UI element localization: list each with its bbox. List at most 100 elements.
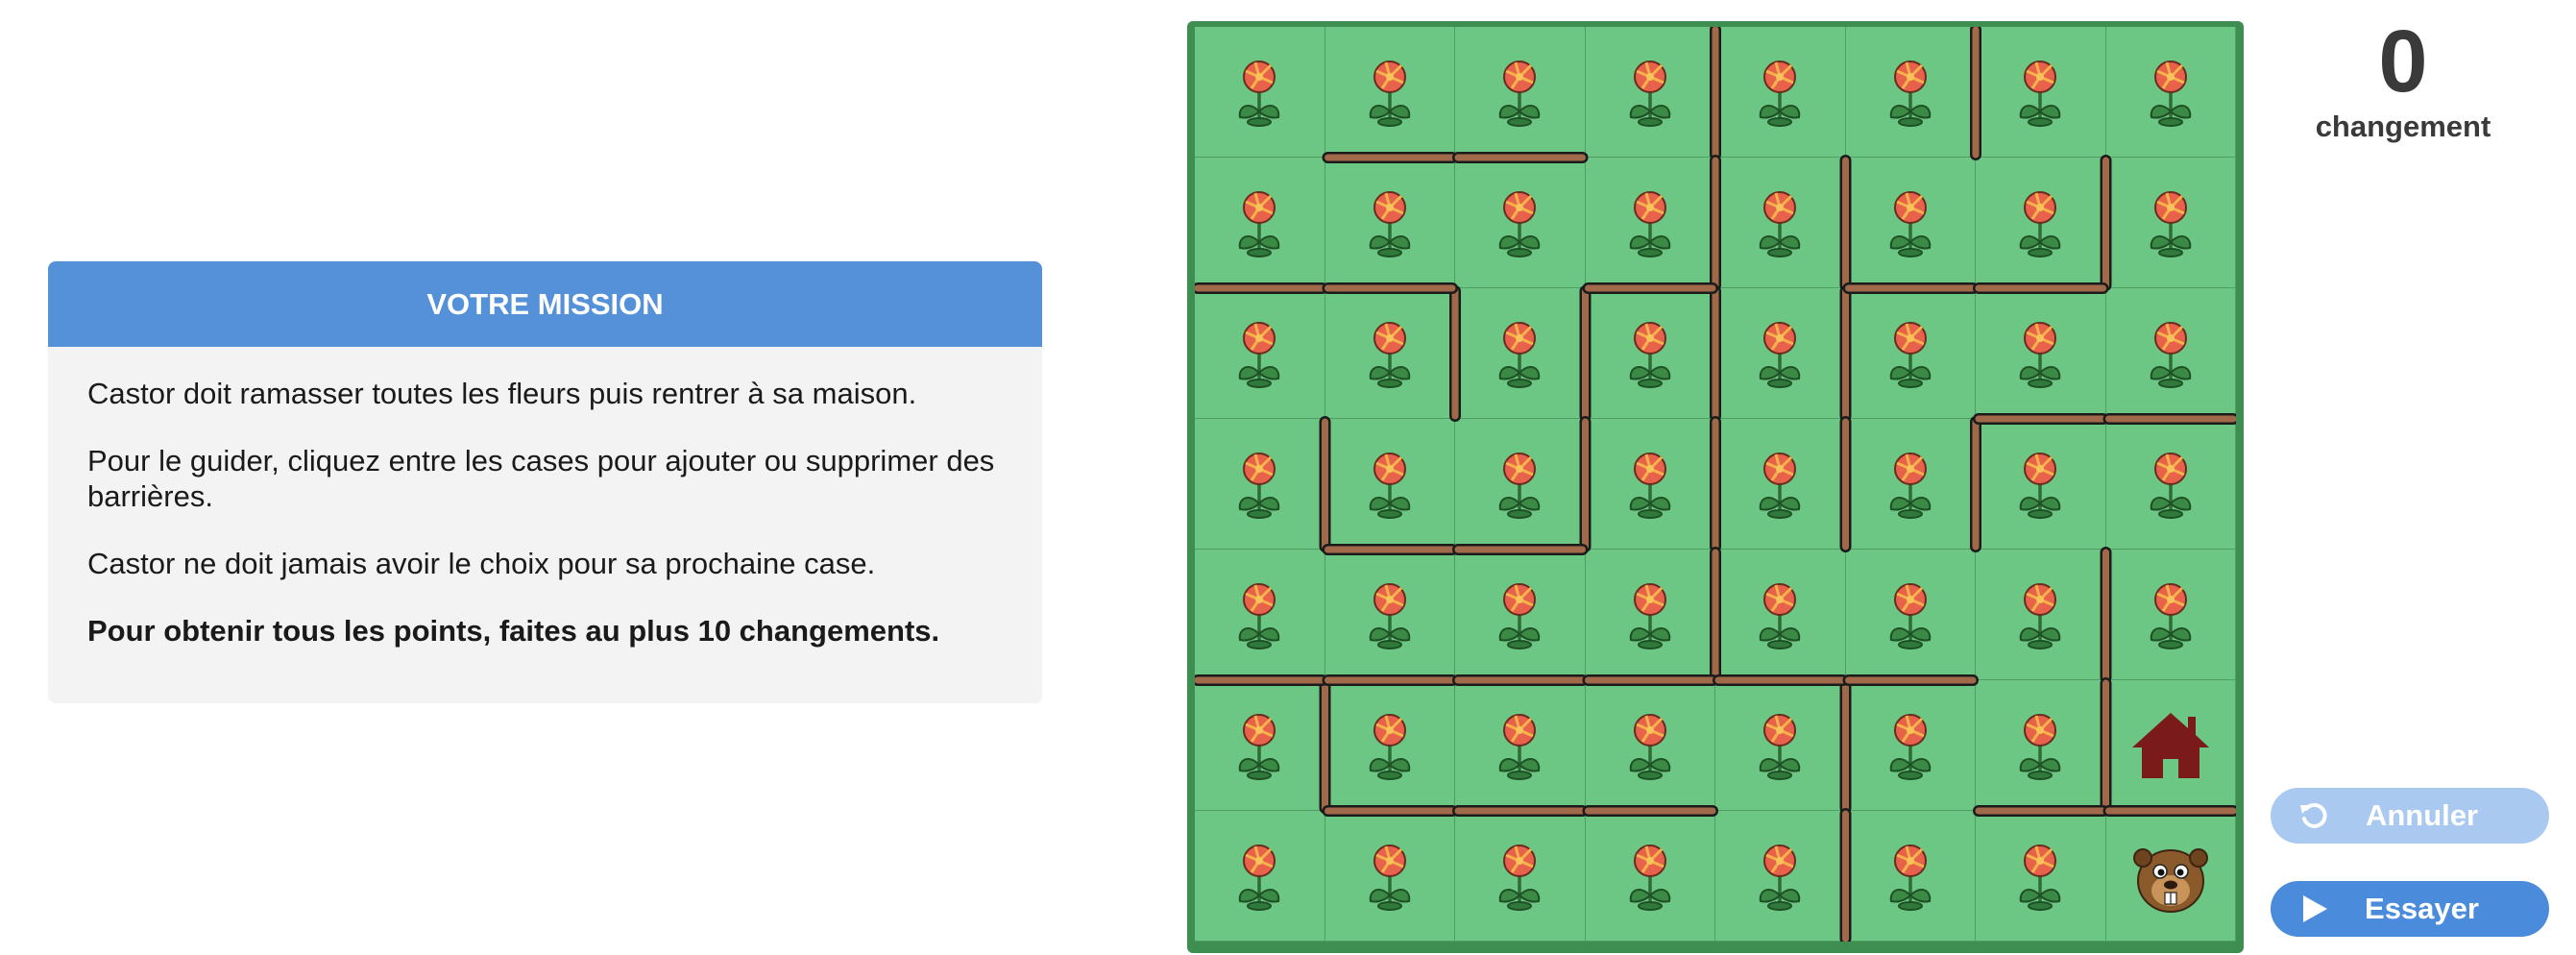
board-cell[interactable] <box>2105 811 2236 942</box>
board-cell[interactable] <box>1715 27 1846 158</box>
board-cell[interactable] <box>1585 288 1715 419</box>
board-cell[interactable] <box>1976 550 2106 680</box>
board-cell[interactable] <box>1195 550 1325 680</box>
flower-icon <box>1363 184 1417 261</box>
flower-icon <box>1753 576 1807 653</box>
undo-label: Annuler <box>2365 798 2479 832</box>
board-cell[interactable] <box>1845 550 1976 680</box>
board-cell[interactable] <box>1976 158 2106 288</box>
board-cell[interactable] <box>1976 27 2106 158</box>
board-cell[interactable] <box>1585 27 1715 158</box>
board-cell[interactable] <box>1324 550 1455 680</box>
flower-icon <box>1232 707 1286 784</box>
board-cell[interactable] <box>1324 27 1455 158</box>
board-cell[interactable] <box>2105 550 2236 680</box>
board-cell[interactable] <box>1324 680 1455 811</box>
board-cell[interactable] <box>1585 811 1715 942</box>
flower-icon <box>1493 54 1546 131</box>
mission-text-3: Castor ne doit jamais avoir le choix pou… <box>87 547 876 580</box>
board-cell[interactable] <box>1195 158 1325 288</box>
board-grid <box>1195 27 2236 942</box>
flower-icon <box>1493 315 1546 392</box>
flower-icon <box>2013 576 2067 653</box>
board-cell[interactable] <box>1976 288 2106 419</box>
flower-icon <box>1753 838 1807 915</box>
board-cell[interactable] <box>1715 680 1846 811</box>
mission-goal: Pour obtenir tous les points, faites au … <box>87 614 940 648</box>
board-cell[interactable] <box>2105 27 2236 158</box>
board-cell[interactable] <box>1845 811 1976 942</box>
board-cell[interactable] <box>1455 27 1586 158</box>
flower-icon <box>1883 184 1937 261</box>
board-cell[interactable] <box>1324 419 1455 550</box>
flower-icon <box>1493 446 1546 523</box>
board-cell[interactable] <box>1585 419 1715 550</box>
undo-button[interactable]: Annuler <box>2271 788 2549 844</box>
board-cell[interactable] <box>1976 419 2106 550</box>
flower-icon <box>1883 315 1937 392</box>
board-cell[interactable] <box>1195 288 1325 419</box>
beaver-icon <box>2127 833 2214 919</box>
game-board <box>1187 21 2244 953</box>
try-button[interactable]: Essayer <box>2271 881 2549 937</box>
board-cell[interactable] <box>1195 811 1325 942</box>
board-cell[interactable] <box>1455 288 1586 419</box>
board-cell[interactable] <box>1455 680 1586 811</box>
board-cell[interactable] <box>1455 158 1586 288</box>
board-cell[interactable] <box>1324 811 1455 942</box>
mission-text-1: Castor doit ramasser toutes les fleurs p… <box>87 377 917 410</box>
board-cell[interactable] <box>1715 550 1846 680</box>
flower-icon <box>1753 446 1807 523</box>
flower-icon <box>1883 707 1937 784</box>
board-cell[interactable] <box>1715 419 1846 550</box>
board-cell[interactable] <box>1976 811 2106 942</box>
play-icon <box>2295 890 2333 928</box>
board-cell[interactable] <box>2105 680 2236 811</box>
board-cell[interactable] <box>1845 288 1976 419</box>
board-cell[interactable] <box>1455 419 1586 550</box>
flower-icon <box>1623 838 1677 915</box>
flower-icon <box>2013 707 2067 784</box>
board-cell[interactable] <box>1845 680 1976 811</box>
flower-icon <box>1623 707 1677 784</box>
board-cell[interactable] <box>1195 27 1325 158</box>
undo-icon <box>2295 796 2333 835</box>
board-cell[interactable] <box>2105 158 2236 288</box>
board-cell[interactable] <box>1324 288 1455 419</box>
house-icon <box>2130 709 2211 782</box>
board-cell[interactable] <box>1195 419 1325 550</box>
flower-icon <box>1883 446 1937 523</box>
flower-icon <box>1232 184 1286 261</box>
board-cell[interactable] <box>1585 158 1715 288</box>
flower-icon <box>1493 838 1546 915</box>
change-count: 0 <box>2378 12 2428 110</box>
change-count-label: changement <box>2315 110 2491 143</box>
board-cell[interactable] <box>1845 158 1976 288</box>
mission-panel: VOTRE MISSION Castor doit ramasser toute… <box>48 261 1042 703</box>
board-cell[interactable] <box>1845 27 1976 158</box>
flower-icon <box>1363 315 1417 392</box>
flower-icon <box>1753 184 1807 261</box>
board-cell[interactable] <box>1455 550 1586 680</box>
flower-icon <box>1493 576 1546 653</box>
flower-icon <box>1623 576 1677 653</box>
flower-icon <box>1623 315 1677 392</box>
board-cell[interactable] <box>1455 811 1586 942</box>
board-cell[interactable] <box>1715 158 1846 288</box>
board-cell[interactable] <box>1976 680 2106 811</box>
flower-icon <box>1493 184 1546 261</box>
board-cell[interactable] <box>2105 288 2236 419</box>
flower-icon <box>1883 54 1937 131</box>
flower-icon <box>1363 446 1417 523</box>
board-cell[interactable] <box>1585 680 1715 811</box>
board-cell[interactable] <box>1845 419 1976 550</box>
board-cell[interactable] <box>1195 680 1325 811</box>
board-cell[interactable] <box>2105 419 2236 550</box>
flower-icon <box>2013 838 2067 915</box>
board-cell[interactable] <box>1585 550 1715 680</box>
board-cell[interactable] <box>1715 811 1846 942</box>
board-cell[interactable] <box>1715 288 1846 419</box>
flower-icon <box>2144 54 2198 131</box>
board-cell[interactable] <box>1324 158 1455 288</box>
flower-icon <box>1363 707 1417 784</box>
